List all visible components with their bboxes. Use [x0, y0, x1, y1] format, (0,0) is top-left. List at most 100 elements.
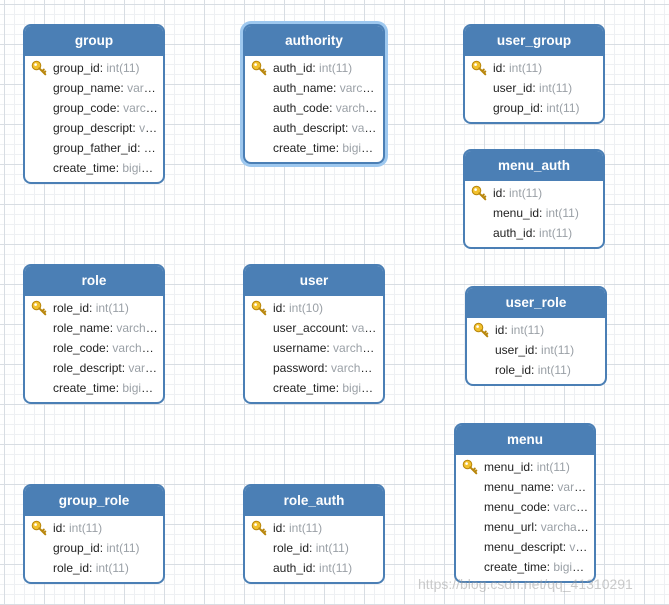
- column-row[interactable]: role_id: int(11): [467, 360, 605, 380]
- column-row[interactable]: id: int(11): [25, 518, 163, 538]
- table-header[interactable]: role: [25, 266, 163, 296]
- column-row[interactable]: role_id: int(11): [245, 538, 383, 558]
- column-row[interactable]: role_name: varchar(255): [25, 318, 163, 338]
- column-type: bigint(20): [122, 161, 163, 175]
- column-separator: :: [345, 121, 352, 135]
- column-name: group_descript: [53, 121, 133, 135]
- column-name: password: [273, 361, 325, 375]
- column-separator: :: [89, 301, 96, 315]
- table-header[interactable]: menu: [456, 425, 594, 455]
- column-type: bigint(20): [342, 381, 383, 395]
- column-row[interactable]: create_time: bigint(20): [25, 158, 163, 178]
- column-name: menu_code: [484, 500, 547, 514]
- column-type: int(11): [539, 81, 573, 95]
- column-row[interactable]: user_id: int(11): [467, 340, 605, 360]
- table-header[interactable]: user_group: [465, 26, 603, 56]
- column-type: int(11): [537, 363, 571, 377]
- column-row[interactable]: auth_descript: varchar(255): [245, 118, 383, 138]
- column-row[interactable]: id: int(11): [245, 518, 383, 538]
- table-header[interactable]: group_role: [25, 486, 163, 516]
- column-type: varchar(255): [540, 520, 594, 534]
- column-list: menu_id: int(11)menu_name: varchar(255)m…: [456, 455, 594, 581]
- column-row[interactable]: password: varchar(255): [245, 358, 383, 378]
- column-type: varchar(255): [333, 341, 383, 355]
- column-row[interactable]: id: int(10): [245, 298, 383, 318]
- column-row[interactable]: username: varchar(255): [245, 338, 383, 358]
- key-icon: [471, 185, 487, 201]
- table-header[interactable]: authority: [245, 26, 383, 56]
- column-row[interactable]: menu_id: int(11): [456, 457, 594, 477]
- column-row[interactable]: id: int(11): [465, 183, 603, 203]
- column-row[interactable]: auth_id: int(11): [245, 558, 383, 578]
- column-type: varchar(255): [351, 321, 383, 335]
- table-header[interactable]: user_role: [467, 288, 605, 318]
- column-row[interactable]: create_time: bigint(20): [456, 557, 594, 577]
- key-icon: [251, 300, 267, 316]
- column-row[interactable]: role_id: int(11): [25, 558, 163, 578]
- column-type: int(11): [315, 541, 349, 555]
- column-row[interactable]: auth_id: int(11): [465, 223, 603, 243]
- column-row[interactable]: menu_url: varchar(255): [456, 517, 594, 537]
- column-row[interactable]: user_id: int(11): [465, 78, 603, 98]
- column-list: id: int(11)user_id: int(11)role_id: int(…: [467, 318, 605, 384]
- column-row[interactable]: group_code: varchar(255): [25, 98, 163, 118]
- column-row[interactable]: role_id: int(11): [25, 298, 163, 318]
- column-row[interactable]: user_account: varchar(255): [245, 318, 383, 338]
- column-row[interactable]: group_id: int(11): [25, 538, 163, 558]
- table-header[interactable]: user: [245, 266, 383, 296]
- column-row[interactable]: id: int(11): [465, 58, 603, 78]
- column-type: int(10): [289, 301, 324, 315]
- column-type: bigint(20): [553, 560, 594, 574]
- column-type: int(11): [319, 561, 353, 575]
- key-icon: [251, 520, 267, 536]
- column-name: id: [493, 61, 503, 75]
- column-type: varchar(255): [128, 361, 163, 375]
- column-row[interactable]: id: int(11): [467, 320, 605, 340]
- table-header[interactable]: menu_auth: [465, 151, 603, 181]
- column-row[interactable]: create_time: bigint(20): [25, 378, 163, 398]
- column-row[interactable]: menu_name: varchar(255): [456, 477, 594, 497]
- column-row[interactable]: group_descript: varchar(255): [25, 118, 163, 138]
- column-type: varchar(255): [569, 540, 594, 554]
- column-row[interactable]: create_time: bigint(20): [245, 138, 383, 158]
- column-name: role_id: [53, 561, 90, 575]
- column-name: auth_name: [273, 81, 334, 95]
- column-row[interactable]: create_time: bigint(20): [245, 378, 383, 398]
- column-row[interactable]: role_descript: varchar(255): [25, 358, 163, 378]
- column-row[interactable]: menu_id: int(11): [465, 203, 603, 223]
- column-row[interactable]: menu_code: varchar(255): [456, 497, 594, 517]
- column-separator: :: [504, 323, 512, 337]
- column-name: auth_code: [273, 101, 330, 115]
- column-row[interactable]: menu_descript: varchar(255): [456, 537, 594, 557]
- column-type: varchar(255): [127, 81, 163, 95]
- table-header[interactable]: group: [25, 26, 163, 56]
- column-separator: :: [137, 141, 144, 155]
- column-name: group_name: [53, 81, 121, 95]
- column-name: id: [273, 521, 283, 535]
- column-separator: :: [333, 81, 340, 95]
- column-row[interactable]: group_id: int(11): [25, 58, 163, 78]
- column-separator: :: [531, 363, 538, 377]
- column-row[interactable]: group_id: int(11): [465, 98, 603, 118]
- column-row[interactable]: group_name: varchar(255): [25, 78, 163, 98]
- column-name: menu_descript: [484, 540, 563, 554]
- table-header[interactable]: role_auth: [245, 486, 383, 516]
- column-row[interactable]: role_code: varchar(255): [25, 338, 163, 358]
- column-row[interactable]: auth_name: varchar(255): [245, 78, 383, 98]
- column-separator: :: [502, 61, 510, 75]
- column-name: create_time: [53, 381, 116, 395]
- column-row[interactable]: auth_id: int(11): [245, 58, 383, 78]
- column-row[interactable]: auth_code: varchar(255): [245, 98, 383, 118]
- column-row[interactable]: group_father_id: varchar(255): [25, 138, 163, 158]
- column-type: varchar(255): [339, 81, 383, 95]
